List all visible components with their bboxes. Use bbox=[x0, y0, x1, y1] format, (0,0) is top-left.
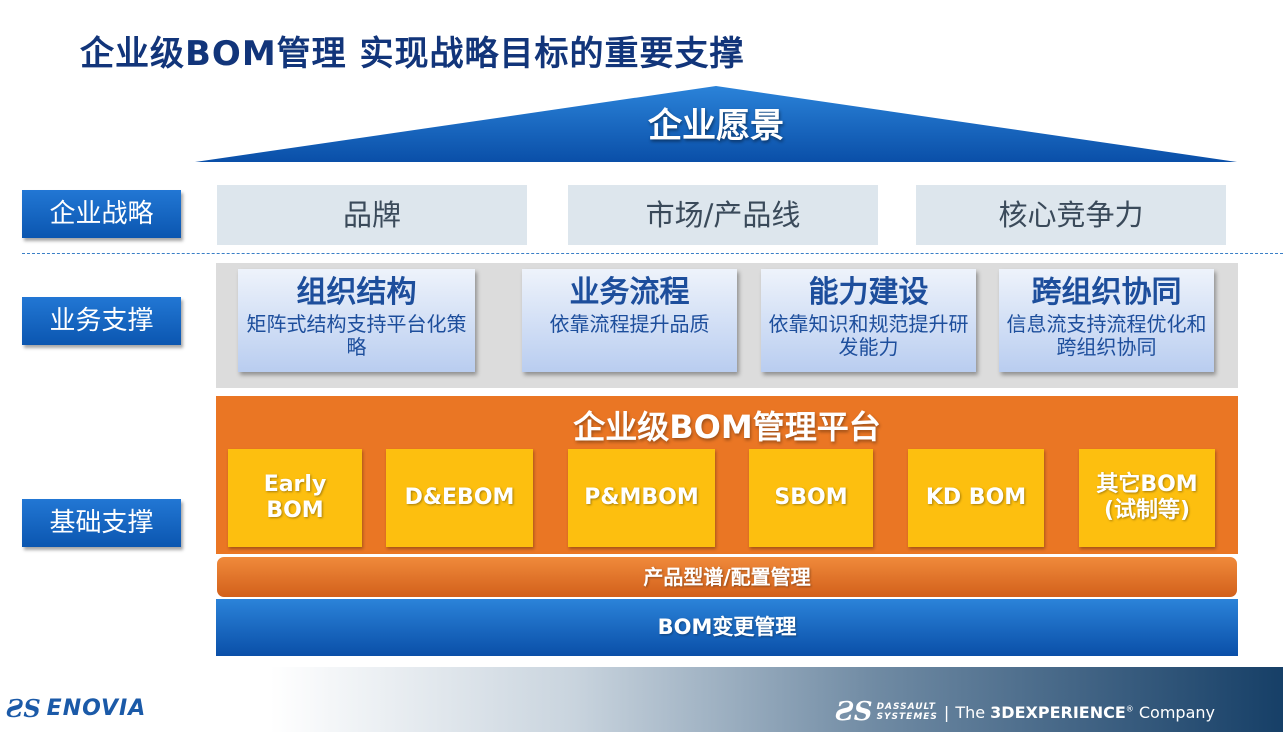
vision-roof bbox=[195, 86, 1237, 162]
bom-tile-debom: D&EBOM bbox=[386, 449, 533, 547]
business-card-heading: 能力建设 bbox=[808, 275, 929, 310]
business-card-heading: 跨组织协同 bbox=[1031, 275, 1182, 310]
enovia-wordmark: ENOVIA bbox=[46, 695, 147, 721]
bom-change-management-bar: BOM变更管理 bbox=[216, 599, 1238, 656]
business-card-capability: 能力建设 依靠知识和规范提升研发能力 bbox=[761, 269, 976, 372]
section-divider bbox=[22, 253, 1283, 254]
logo-separator: | bbox=[943, 702, 950, 722]
slide-title: 企业级BOM管理 实现战略目标的重要支撑 bbox=[80, 34, 745, 74]
business-card-organization: 组织结构 矩阵式结构支持平台化策略 bbox=[238, 269, 475, 372]
bom-tile-label: D&EBOM bbox=[404, 485, 515, 510]
business-card-desc: 信息流支持流程优化和跨组织协同 bbox=[1006, 312, 1207, 359]
bom-tile-pmbom: P&MBOM bbox=[568, 449, 715, 547]
business-card-heading: 业务流程 bbox=[569, 275, 690, 310]
business-side-label: 业务支撑 bbox=[22, 297, 181, 345]
bom-tile-label: SBOM bbox=[774, 485, 848, 510]
company-tagline: The 3DEXPERIENCE® Company bbox=[955, 702, 1215, 722]
foundation-side-label: 基础支撑 bbox=[22, 499, 181, 547]
dassault-logo: ƧS DASSAULT SYSTEMES | The 3DEXPERIENCE®… bbox=[835, 695, 1215, 729]
bom-tile-label: KD BOM bbox=[925, 485, 1027, 510]
bom-tile-label: 其它BOM (试制等) bbox=[1096, 472, 1198, 523]
bom-platform-title: 企业级BOM管理平台 bbox=[573, 408, 881, 446]
strategy-side-label: 企业战略 bbox=[22, 190, 181, 238]
business-card-desc: 依靠知识和规范提升研发能力 bbox=[768, 312, 969, 359]
vision-label: 企业愿景 bbox=[648, 106, 784, 146]
ds-mark-icon: ƧS bbox=[835, 697, 873, 727]
business-card-desc: 矩阵式结构支持平台化策略 bbox=[246, 312, 467, 359]
dassault-wordmark: DASSAULT SYSTEMES bbox=[876, 702, 938, 722]
business-card-collaboration: 跨组织协同 信息流支持流程优化和跨组织协同 bbox=[999, 269, 1214, 372]
strategy-brand: 品牌 bbox=[217, 185, 527, 245]
bom-tile-sbom: SBOM bbox=[749, 449, 873, 547]
business-card-desc: 依靠流程提升品质 bbox=[549, 312, 710, 336]
strategy-core-competence: 核心竞争力 bbox=[916, 185, 1226, 245]
footer-band bbox=[270, 667, 1283, 732]
ds-mark-icon: ƧS bbox=[6, 693, 41, 723]
business-card-heading: 组织结构 bbox=[296, 275, 417, 310]
bom-tile-label: Early BOM bbox=[263, 472, 327, 523]
bom-tile-other: 其它BOM (试制等) bbox=[1079, 449, 1215, 547]
bom-tile-label: P&MBOM bbox=[584, 485, 699, 510]
bom-tile-early: Early BOM bbox=[228, 449, 362, 547]
enovia-logo: ƧS ENOVIA bbox=[6, 692, 146, 724]
bom-tile-kdbom: KD BOM bbox=[908, 449, 1044, 547]
config-management-bar: 产品型谱/配置管理 bbox=[216, 556, 1238, 598]
strategy-market-productline: 市场/产品线 bbox=[568, 185, 878, 245]
business-card-process: 业务流程 依靠流程提升品质 bbox=[522, 269, 737, 372]
